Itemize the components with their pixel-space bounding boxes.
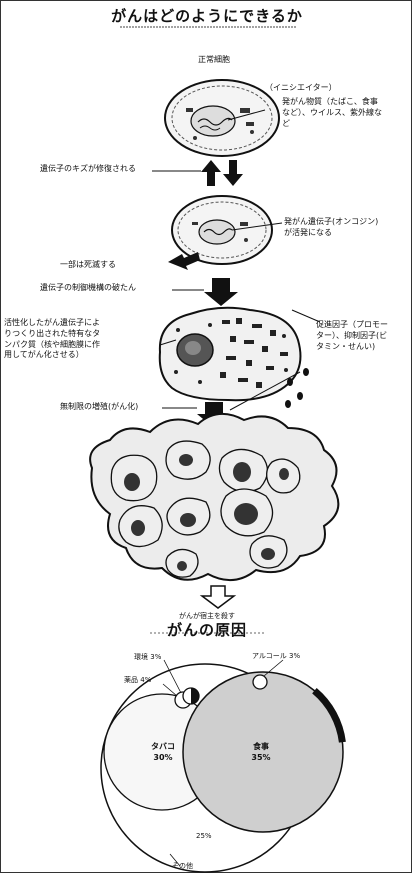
- alcohol-label: アルコール 3%: [252, 652, 301, 660]
- other-label: その他: [172, 862, 193, 870]
- causes-venn: [100, 659, 347, 873]
- page-title: がんはどのようにできるか: [111, 7, 303, 25]
- kill-host-label: がんが宿主を殺す: [179, 612, 235, 620]
- oncogene-label: 発がん遺伝子(オンコジン) が活発になる: [284, 217, 379, 237]
- death-arrow: [168, 252, 200, 270]
- normal-cell-label: 正常細胞: [198, 55, 230, 64]
- diet-circle: [182, 671, 344, 833]
- repair-arrows: [152, 160, 243, 186]
- control-breakdown-label: 遺伝子の制御機構の破たん: [40, 283, 136, 292]
- partial-death-label: 一部は死滅する: [60, 260, 116, 269]
- kill-host-arrow: [199, 585, 237, 609]
- repair-label: 遺伝子のキズが修復される: [40, 164, 136, 173]
- droplets: [285, 368, 309, 408]
- promoter-label: 促進因子（プロモー ター）、抑制因子(ビ タミン・せんい): [316, 320, 388, 351]
- unlimited-growth-label: 無制限の増殖(がん化): [60, 402, 139, 411]
- other-value: 25%: [196, 832, 212, 840]
- initiator-label: （イニシエイター）: [265, 83, 337, 92]
- breakdown-arrow: [172, 278, 238, 306]
- causes-title: がんの原因: [166, 621, 247, 639]
- normal-cell: [164, 79, 280, 157]
- drugs-label: 薬品 4%: [124, 676, 152, 684]
- tumor-mass: [89, 413, 340, 581]
- activated-cell: [158, 306, 321, 402]
- protein-label: 活性化したがん遺伝子によ りつくり出された特有なタ ンパク質（核や細胞膜に作 用…: [4, 318, 101, 360]
- carcinogens-label: 発がん物質（たばこ、食事 など）、ウイルス、紫外線な ど: [282, 97, 382, 128]
- oncogene-cell: [171, 195, 283, 265]
- environment-label: 環境 3%: [134, 653, 162, 661]
- alcohol-circle: [252, 674, 268, 690]
